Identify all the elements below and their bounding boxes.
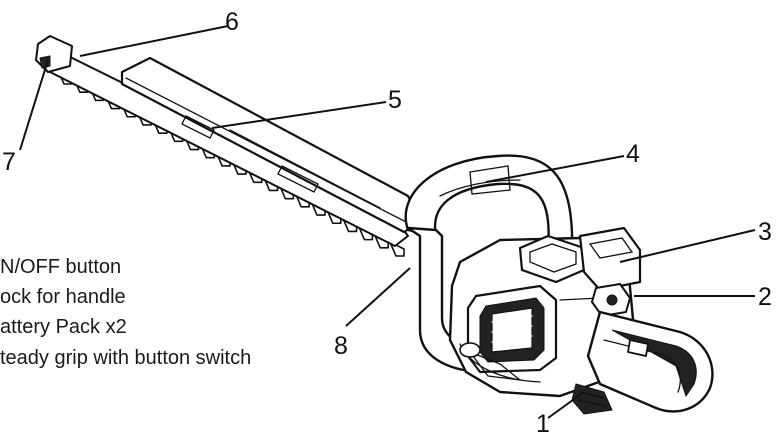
legend-item-handle-lock: ock for handle xyxy=(0,286,126,308)
grip-button-switch xyxy=(627,339,649,357)
tip-guard xyxy=(39,55,51,69)
callout-4: 4 xyxy=(626,140,640,168)
callout-5: 5 xyxy=(388,86,402,114)
legend-item-steady-grip: teady grip with button switch xyxy=(0,347,252,369)
callout-7: 7 xyxy=(2,148,16,176)
callout-numbers: 6 5 7 4 3 2 8 1 xyxy=(2,8,772,436)
callout-2: 2 xyxy=(758,283,772,311)
callout-3: 3 xyxy=(758,218,772,246)
rear-grip xyxy=(571,310,714,415)
callout-8: 8 xyxy=(334,332,348,360)
legend-item-on-off-button: N/OFF button xyxy=(0,256,122,278)
callout-1: 1 xyxy=(536,410,550,436)
callout-6: 6 xyxy=(225,8,239,36)
legend-item-battery-pack: attery Pack x2 xyxy=(0,316,127,338)
leader-lines xyxy=(19,25,756,419)
blade-assembly xyxy=(35,35,422,257)
cutter-bar xyxy=(49,47,409,247)
